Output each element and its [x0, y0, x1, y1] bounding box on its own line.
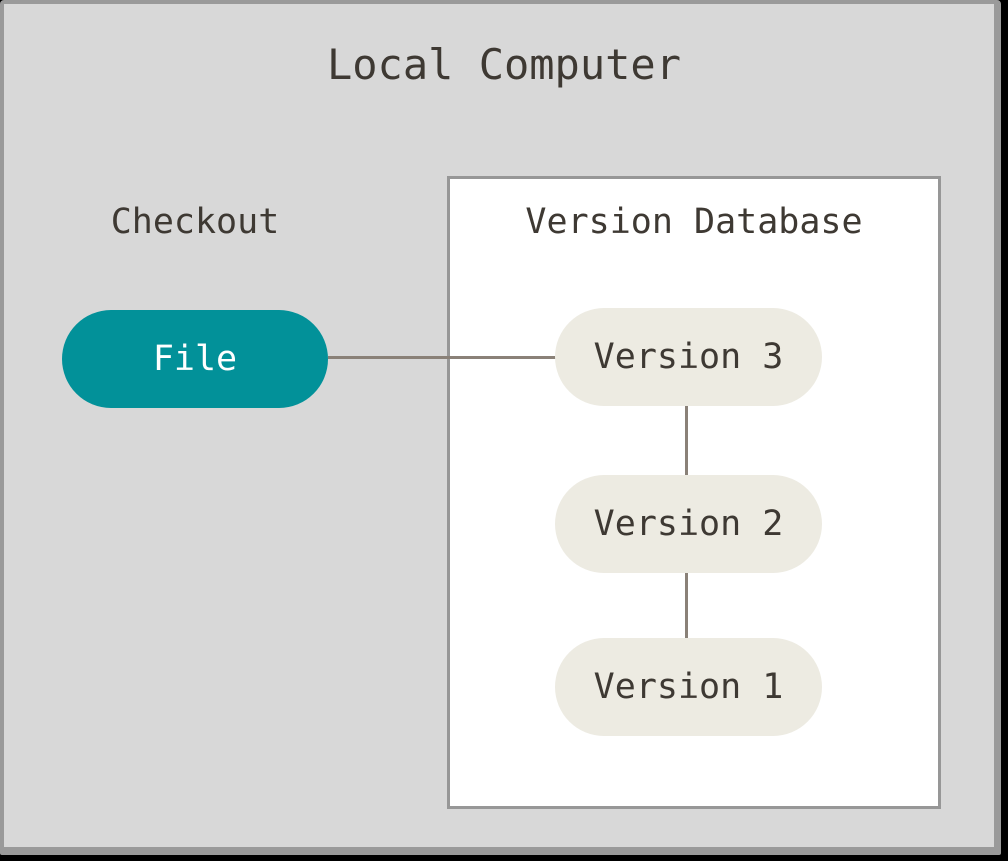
diagram-title: Local Computer — [326, 40, 681, 89]
file-node: File — [62, 310, 328, 408]
connector-version3-to-version2-line — [685, 406, 688, 476]
connector-file-to-version3-line — [328, 356, 556, 359]
version-database-title: Version Database — [525, 202, 863, 242]
checkout-label: Checkout — [110, 202, 280, 242]
version-3-node: Version 3 — [555, 308, 822, 406]
version-1-node: Version 1 — [555, 638, 822, 736]
connector-version2-to-version1-line — [685, 572, 688, 640]
version-2-node: Version 2 — [555, 475, 822, 573]
